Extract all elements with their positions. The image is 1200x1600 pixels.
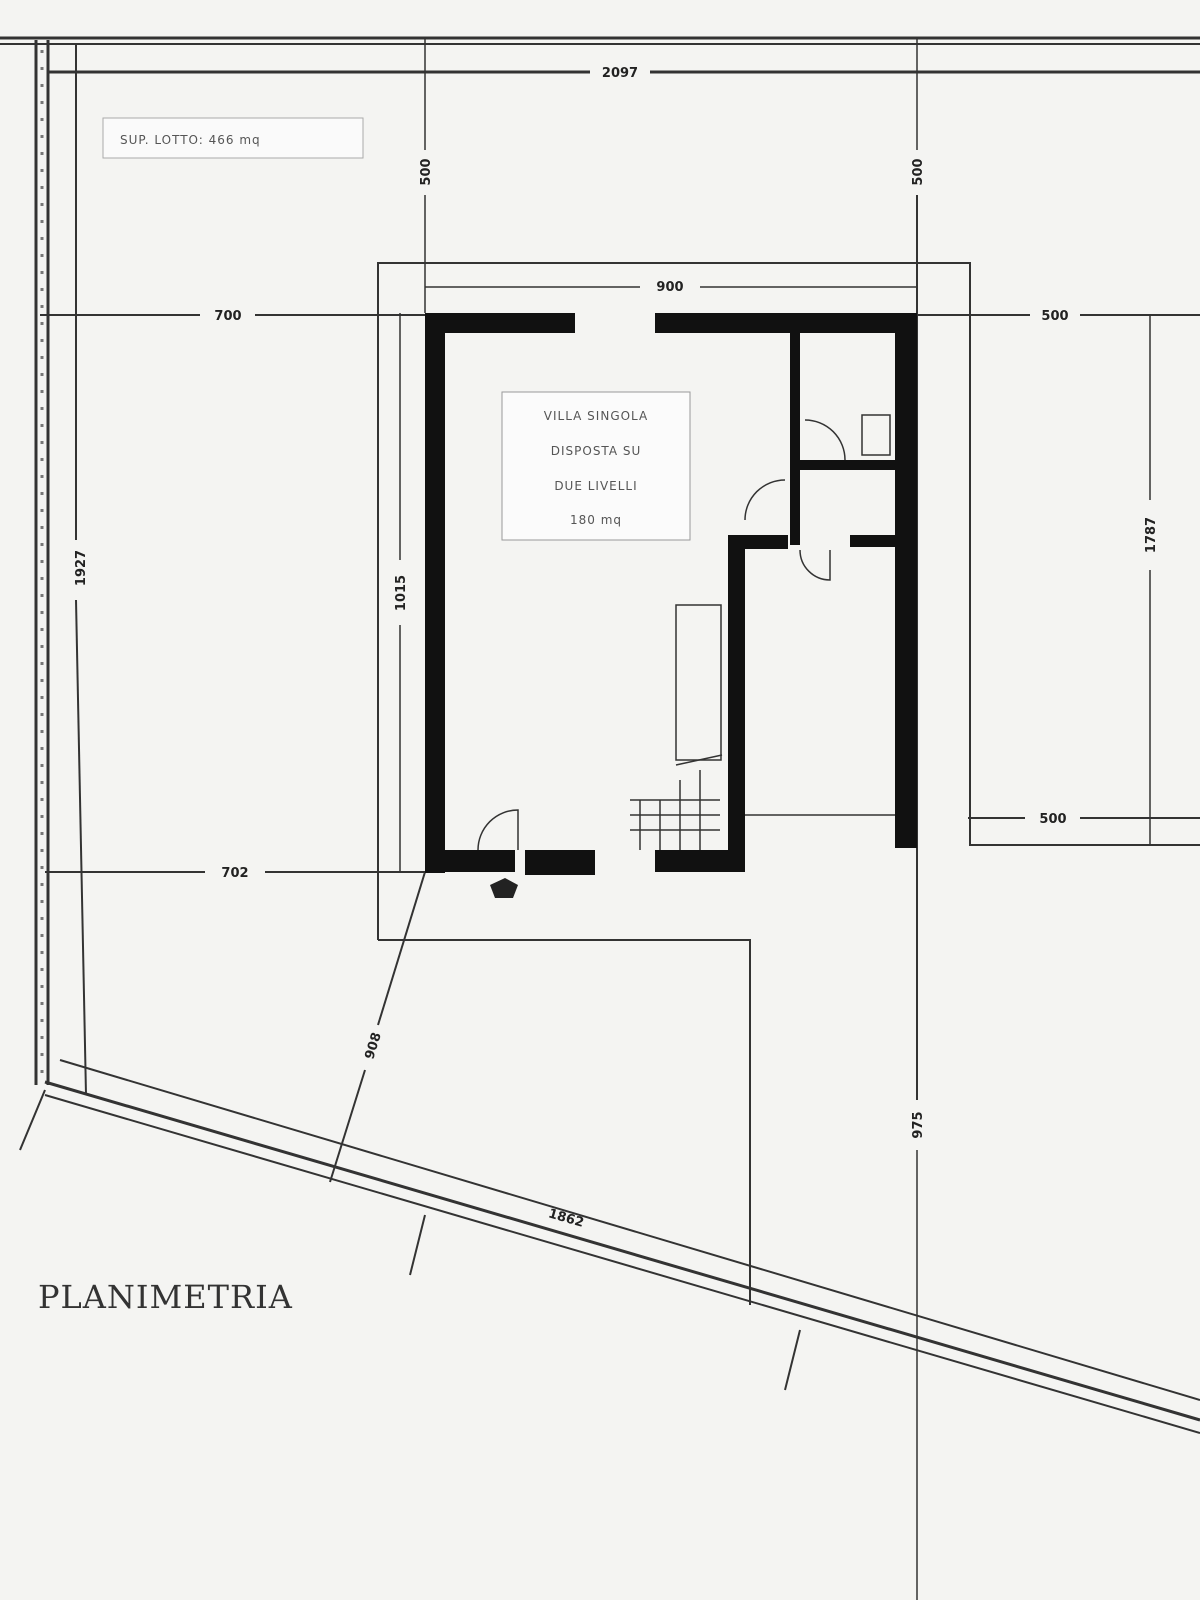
house-footprint — [425, 313, 917, 898]
lot-boundary — [0, 36, 1200, 1434]
dim-right-depth: 1787 — [1144, 517, 1159, 553]
setback-outline — [377, 262, 1200, 1305]
dim-setback-top-left: 500 — [419, 158, 434, 185]
drawing-title: PLANIMETRIA — [38, 1278, 293, 1316]
dim-house-width: 900 — [656, 280, 683, 295]
dim-left-offset-top: 700 — [214, 309, 241, 324]
villa-description: VILLA SINGOLA DISPOSTA SU DUE LIVELLI 18… — [501, 391, 691, 541]
description-line: VILLA SINGOLA — [544, 409, 648, 423]
dim-right-offset-top: 500 — [1041, 309, 1068, 324]
dim-left-offset-bottom: 702 — [221, 866, 248, 881]
description-line: DISPOSTA SU — [551, 444, 642, 458]
dim-house-depth: 1015 — [394, 575, 409, 611]
dim-bottom-edge: 1862 — [547, 1206, 586, 1230]
dim-right-offset-bottom: 500 — [1039, 812, 1066, 827]
lot-area-text: SUP. LOTTO: 466 mq — [120, 133, 261, 147]
dim-top-width: 2097 — [602, 66, 638, 81]
dimension-lines — [40, 38, 1200, 1600]
dim-left-depth: 1927 — [74, 550, 89, 586]
dim-right-front: 975 — [911, 1111, 926, 1138]
description-line: DUE LIVELLI — [554, 479, 637, 493]
description-line: 180 mq — [570, 513, 622, 527]
dim-setback-top-right: 500 — [911, 158, 926, 185]
lot-area-label: SUP. LOTTO: 466 mq — [102, 117, 364, 159]
dim-diagonal-front: 908 — [363, 1031, 385, 1061]
